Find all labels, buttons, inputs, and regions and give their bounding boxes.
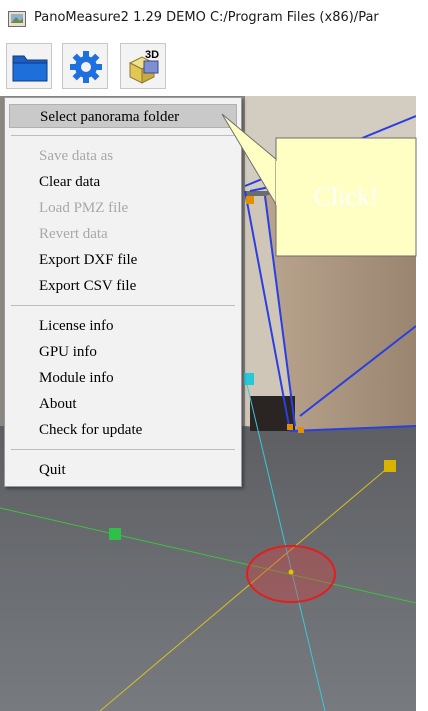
menu-item-export-csv-file[interactable]: Export CSV file xyxy=(39,278,137,294)
menu-separator xyxy=(11,135,235,136)
menu-item-load-pmz-file[interactable]: Load PMZ file xyxy=(39,200,129,216)
menu-item-export-dxf-file[interactable]: Export DXF file xyxy=(39,252,138,268)
menu-item-select-panorama-folder[interactable]: Select panorama folder xyxy=(9,104,237,128)
title-bar: PanoMeasure2 1.29 DEMO C:/Program Files … xyxy=(0,0,428,38)
menu-item-module-info[interactable]: Module info xyxy=(39,370,114,386)
settings-button[interactable] xyxy=(62,43,108,89)
3d-view-icon: 3D xyxy=(128,49,159,84)
app-icon xyxy=(8,11,26,27)
gear-icon xyxy=(70,51,102,83)
menu-item-license-info[interactable]: License info xyxy=(39,318,114,334)
menu-item-clear-data[interactable]: Clear data xyxy=(39,174,101,190)
file-menu: Select panorama folder Save data as Clea… xyxy=(4,97,242,487)
menu-separator xyxy=(11,449,235,450)
folder-icon xyxy=(12,55,48,82)
menu-item-revert-data[interactable]: Revert data xyxy=(39,226,108,242)
menu-separator xyxy=(11,305,235,306)
3d-badge: 3D xyxy=(145,49,159,61)
open-folder-button[interactable] xyxy=(6,43,52,89)
menu-item-check-for-update[interactable]: Check for update xyxy=(39,422,143,438)
toolbar: 3D xyxy=(0,38,428,94)
3d-view-button[interactable]: 3D xyxy=(120,43,166,89)
menu-item-save-data-as[interactable]: Save data as xyxy=(39,148,114,164)
menu-item-gpu-info[interactable]: GPU info xyxy=(39,344,97,360)
menu-item-quit[interactable]: Quit xyxy=(39,462,66,478)
window-title: PanoMeasure2 1.29 DEMO C:/Program Files … xyxy=(34,10,379,25)
menu-item-about[interactable]: About xyxy=(39,396,77,412)
callout-label: Click! xyxy=(313,182,379,211)
